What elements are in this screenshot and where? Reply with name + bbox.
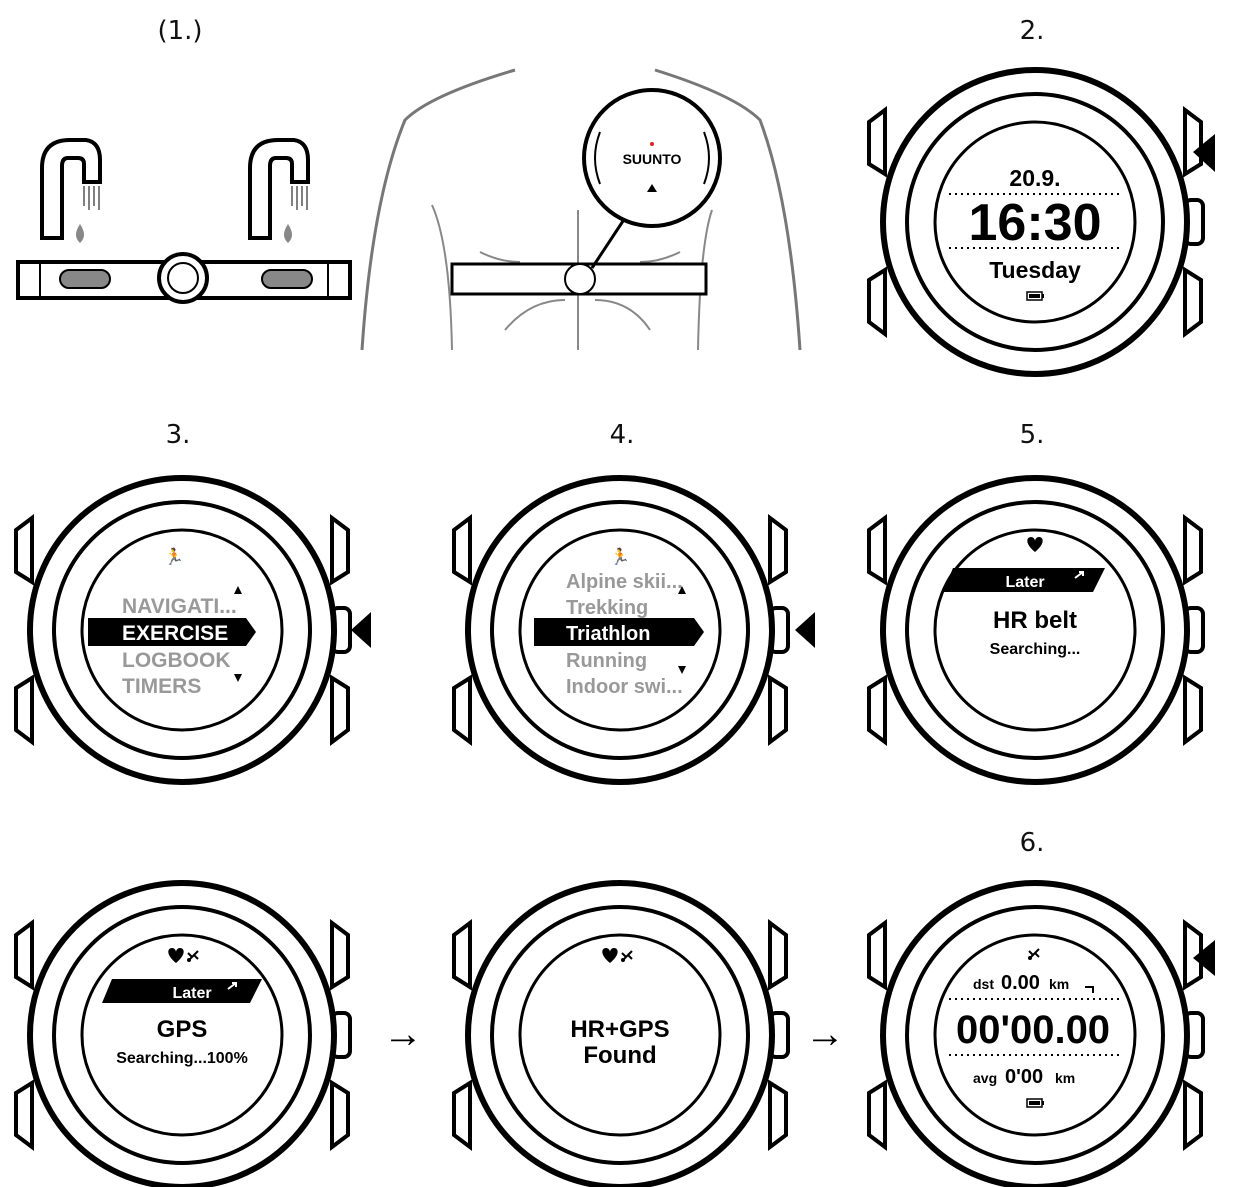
scroll-up-icon (678, 586, 686, 594)
exercise-timer: 00'00.00 (956, 1008, 1110, 1052)
lap-arrow-icon (1085, 986, 1094, 993)
dst-unit: km (1049, 976, 1069, 992)
faucet-left-icon (40, 138, 102, 243)
later-banner (943, 568, 1105, 592)
menu-item-navigation: NAVIGATI... (122, 595, 237, 618)
avg-value: 0'00 (1005, 1066, 1043, 1088)
runner-icon: 🏃 (610, 547, 630, 566)
sport-item-trekking: Trekking (566, 597, 648, 619)
sport-item-indoor-swim: Indoor swi... (566, 676, 683, 698)
step-label-4: 4. (609, 420, 635, 450)
watch-exercise-display: dst 0.00 km 00'00.00 avg 0'00 km (869, 883, 1203, 1187)
watch-hr-gps-found: HR+GPS Found (454, 883, 788, 1187)
scroll-up-icon (234, 586, 242, 594)
press-indicator-triangle-icon (1193, 940, 1215, 976)
sport-item-running: Running (566, 650, 647, 672)
step-label-1: (1.) (157, 16, 203, 46)
gps-title: GPS (157, 1016, 208, 1043)
runner-icon: 🏃 (164, 547, 184, 566)
menu-item-timers: TIMERS (122, 675, 201, 698)
later-banner (102, 979, 262, 1003)
scroll-down-icon (678, 666, 686, 674)
step-label-6: 6. (1019, 828, 1045, 858)
step-label-5: 5. (1019, 420, 1045, 450)
watch-date: 20.9. (1009, 165, 1060, 191)
avg-unit: km (1055, 1070, 1075, 1086)
hr-belt-status: Searching... (990, 641, 1081, 658)
watch-time: 16:30 (969, 194, 1102, 252)
later-label: Later (1005, 574, 1044, 591)
watch-sport-menu: 🏃 Alpine skii... Trekking Triathlon Runn… (454, 478, 788, 782)
dst-value: 0.00 (1001, 972, 1040, 994)
watch-day: Tuesday (989, 257, 1081, 283)
belt-connector-magnified: SUUNTO (582, 88, 722, 228)
hr-belt-strap (16, 252, 352, 304)
menu-item-exercise: EXERCISE (122, 622, 228, 645)
found-line-1: HR+GPS (570, 1016, 669, 1043)
dst-label: dst (973, 976, 994, 992)
later-arrow-icon (227, 982, 237, 990)
watch-hr-search: Later HR belt Searching... (869, 478, 1203, 782)
sport-item-alpine: Alpine skii... (566, 571, 683, 593)
watch-main-menu: 🏃 NAVIGATI... EXERCISE LOGBOOK TIMERS (16, 478, 350, 782)
menu-selection-bar (88, 618, 256, 646)
sport-item-triathlon: Triathlon (566, 623, 650, 645)
torso-with-belt-illustration: SUUNTO (360, 68, 802, 351)
triangle-up-icon (647, 184, 657, 192)
scroll-down-icon (234, 674, 242, 682)
later-arrow-icon (1074, 571, 1084, 579)
arrow-right-icon: → (805, 1012, 845, 1056)
battery-icon (1026, 1098, 1045, 1108)
battery-icon (1026, 291, 1045, 301)
sport-selection-bar (534, 618, 704, 646)
step-label-2: 2. (1019, 16, 1045, 46)
belt-brand-text: SUUNTO (623, 151, 682, 167)
watch-gps-search: Later GPS Searching...100% (16, 883, 350, 1187)
step-label-3: 3. (165, 420, 191, 450)
gps-status: Searching...100% (116, 1050, 248, 1067)
found-line-2: Found (583, 1042, 656, 1069)
arrow-right-icon: → (383, 1012, 423, 1056)
press-indicator-triangle-icon (795, 612, 815, 648)
later-label: Later (172, 985, 211, 1002)
press-indicator-triangle-icon (1193, 134, 1215, 172)
hr-belt-title: HR belt (993, 607, 1077, 634)
watch-time-display: 20.9. 16:30 Tuesday (869, 70, 1203, 374)
faucet-right-icon (248, 138, 310, 243)
avg-label: avg (973, 1070, 997, 1086)
menu-item-logbook: LOGBOOK (122, 649, 231, 672)
press-indicator-triangle-icon (351, 612, 371, 648)
belt-wetting-illustration (16, 138, 352, 304)
